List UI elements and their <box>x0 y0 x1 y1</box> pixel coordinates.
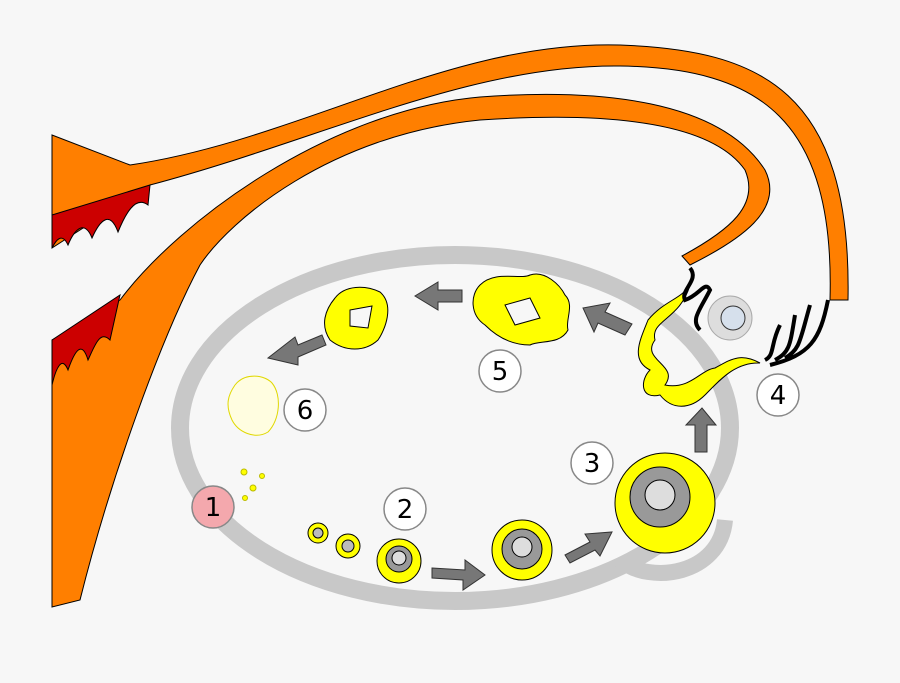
stage-number: 4 <box>770 381 787 411</box>
stage-number: 2 <box>397 495 414 525</box>
ovary-outline <box>171 246 739 610</box>
stage-label-2: 2 <box>383 487 427 531</box>
arrow-5-to-5b <box>414 281 463 311</box>
uterus-and-fallopian-tube <box>51 44 849 608</box>
arrow-5b-to-6 <box>266 334 327 366</box>
arrow-2-to-3b <box>564 531 613 564</box>
stage-label-4: 4 <box>756 373 800 417</box>
ruptured-follicle <box>637 284 761 407</box>
endometrium-upper <box>51 184 151 249</box>
follicles <box>227 273 761 584</box>
stage-label-5: 5 <box>478 349 522 393</box>
stage-label-1: 1 <box>191 485 235 529</box>
cycle-arrows <box>266 281 718 591</box>
ovary-bulge <box>614 518 733 581</box>
oocyte <box>720 305 746 331</box>
stage-label-6: 6 <box>283 388 327 432</box>
upper-uterine-wall <box>51 44 849 301</box>
degenerating-remnants <box>240 468 265 501</box>
arrow-4-to-5 <box>582 302 633 336</box>
stage-number: 6 <box>297 396 314 426</box>
stage-number: 1 <box>205 493 222 523</box>
arrow-3-to-4 <box>684 407 718 453</box>
stage-number: 3 <box>584 449 601 479</box>
arrow-2-to-3a <box>431 559 486 591</box>
endometrium-lower <box>51 293 121 386</box>
lower-uterine-wall <box>51 93 771 608</box>
stage-label-3: 3 <box>570 441 614 485</box>
stage-number: 5 <box>492 357 509 387</box>
fimbriae <box>682 266 830 367</box>
corpus-albicans <box>227 375 279 436</box>
